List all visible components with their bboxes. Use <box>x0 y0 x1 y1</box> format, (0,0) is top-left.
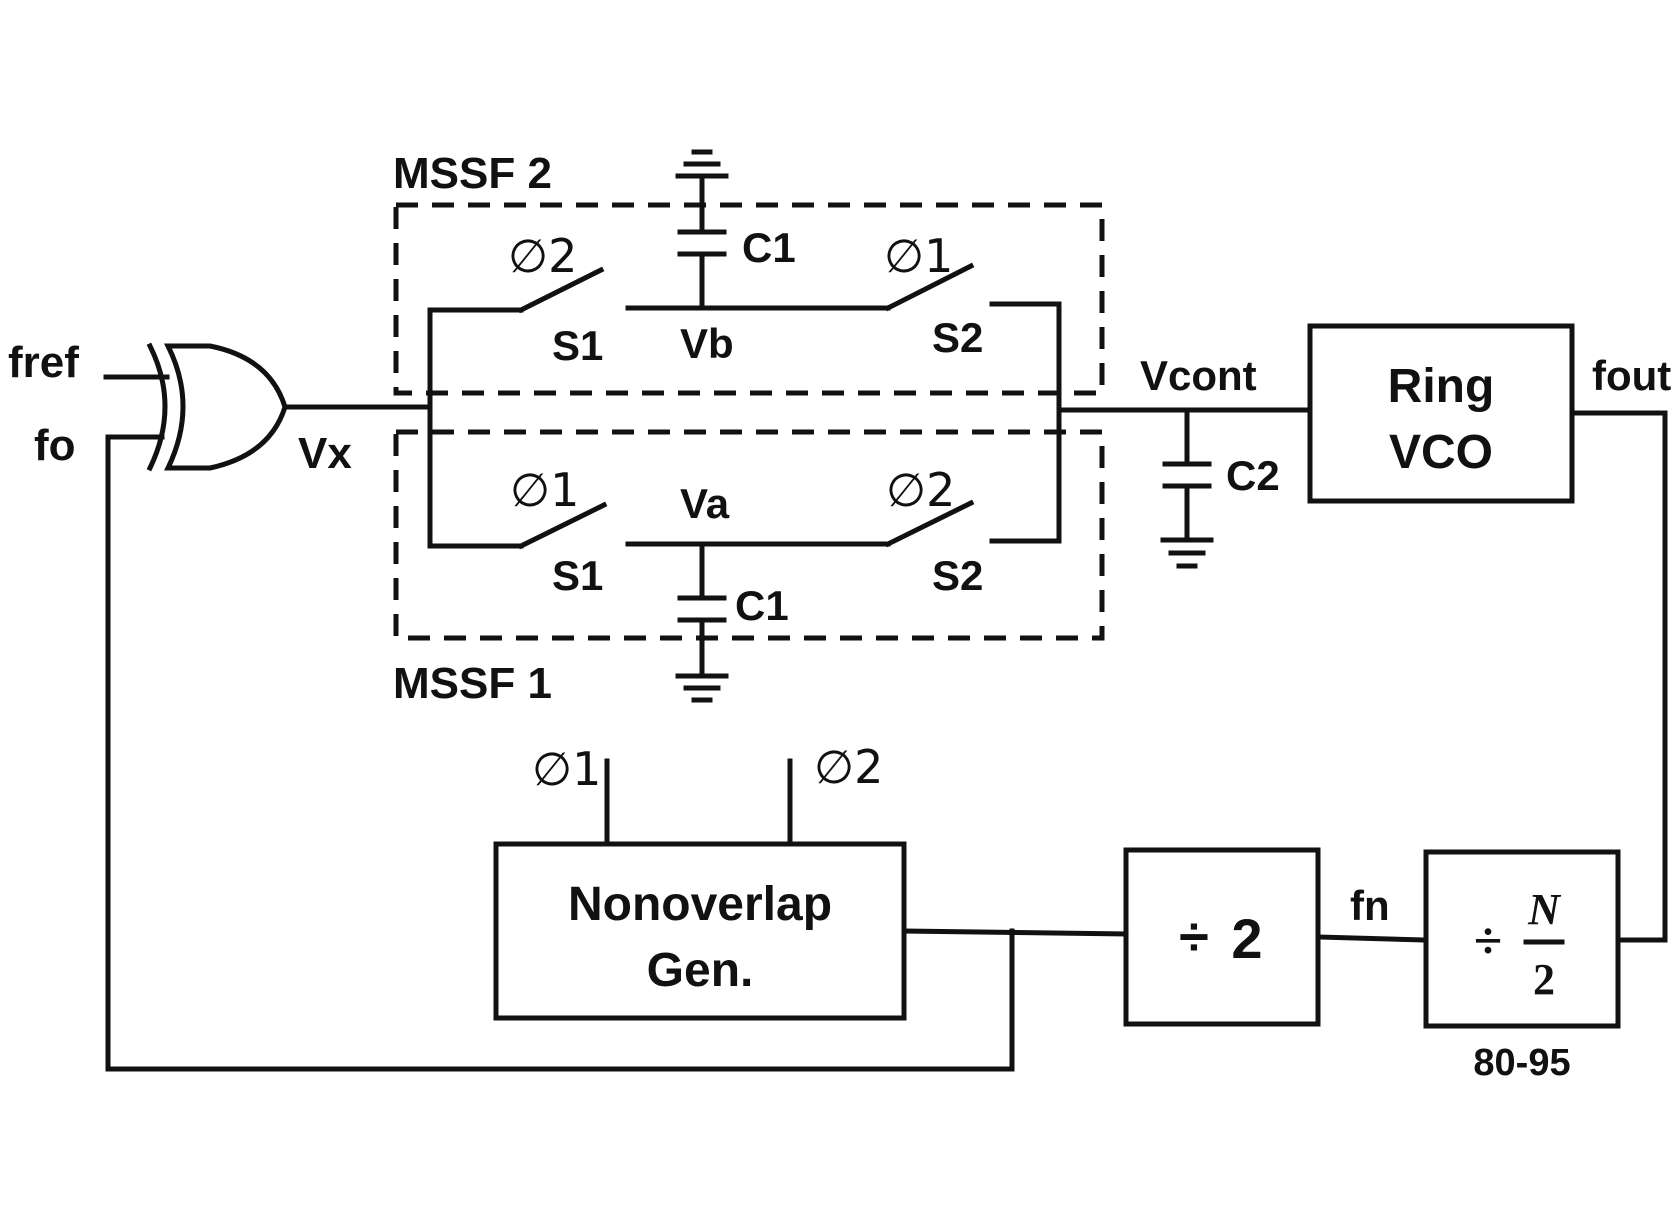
va-label: Va <box>680 480 730 527</box>
nonoverlap-line2: Gen. <box>647 944 754 997</box>
mssf2-title: MSSF 2 <box>393 149 552 198</box>
fo-feedback-wire <box>105 434 1015 1072</box>
mssf2-s2-phase: ∅1 <box>884 229 953 283</box>
nonoverlap-out2-label: ∅2 <box>814 740 883 794</box>
vx-label: Vx <box>298 429 352 478</box>
mssf2-c1-label: C1 <box>742 224 796 271</box>
mssf1-box <box>393 429 1105 641</box>
nonoverlap-gen-block <box>493 841 907 1021</box>
divide-n-half-block <box>1423 849 1621 1029</box>
fout-wire <box>1569 410 1668 943</box>
mssf1-s2-label: S2 <box>932 552 983 599</box>
fo-wire <box>901 928 1129 937</box>
mssf2-box <box>393 202 1105 396</box>
mssf1-s2-switch <box>884 499 975 548</box>
divn-symbol: ÷ <box>1474 913 1503 970</box>
mssf1-c1-capacitor <box>677 541 727 679</box>
nonoverlap-line1: Nonoverlap <box>568 878 832 931</box>
mssf2-s2-label: S2 <box>932 314 983 361</box>
fn-label: fn <box>1350 882 1390 929</box>
fout-label: fout <box>1592 352 1671 399</box>
div2-value: 2 <box>1231 907 1262 970</box>
nonoverlap-out1-label: ∅1 <box>532 742 601 796</box>
div2-symbol: ÷ <box>1179 907 1209 967</box>
mssf1-s2-phase: ∅2 <box>886 463 955 517</box>
divn-numerator: N <box>1527 885 1562 934</box>
mssf2-c1-capacitor <box>677 173 727 311</box>
vb-label: Vb <box>680 320 734 367</box>
mssf-output-rail <box>989 301 1062 544</box>
vco-line2: VCO <box>1389 426 1493 479</box>
mssf2-s1-phase: ∅2 <box>508 229 577 283</box>
fref-label: fref <box>8 338 79 387</box>
fn-wire <box>1315 934 1429 943</box>
fo-label: fo <box>34 421 76 470</box>
mssf2-s2-switch <box>884 262 975 312</box>
divn-range: 80-95 <box>1473 1042 1570 1084</box>
mssf1-s1-phase: ∅1 <box>510 463 579 517</box>
ground-icon <box>675 673 729 703</box>
c2-capacitor <box>1162 407 1212 543</box>
divide-2-block <box>1123 847 1321 1027</box>
divn-denominator: 2 <box>1533 955 1555 1004</box>
mssf1-c1-label: C1 <box>735 582 789 629</box>
c2-label: C2 <box>1226 452 1280 499</box>
ground-icon <box>675 149 729 179</box>
mssf2-s1-label: S1 <box>552 322 603 369</box>
mssf1-s1-label: S1 <box>552 552 603 599</box>
mssf1-s1-switch <box>517 501 608 550</box>
mssf1-title: MSSF 1 <box>393 659 552 708</box>
mssf2-s1-switch <box>517 266 605 314</box>
vcont-label: Vcont <box>1140 352 1257 399</box>
xor-gate <box>146 342 288 472</box>
ground-icon <box>1160 537 1214 569</box>
vco-line1: Ring <box>1388 360 1495 413</box>
